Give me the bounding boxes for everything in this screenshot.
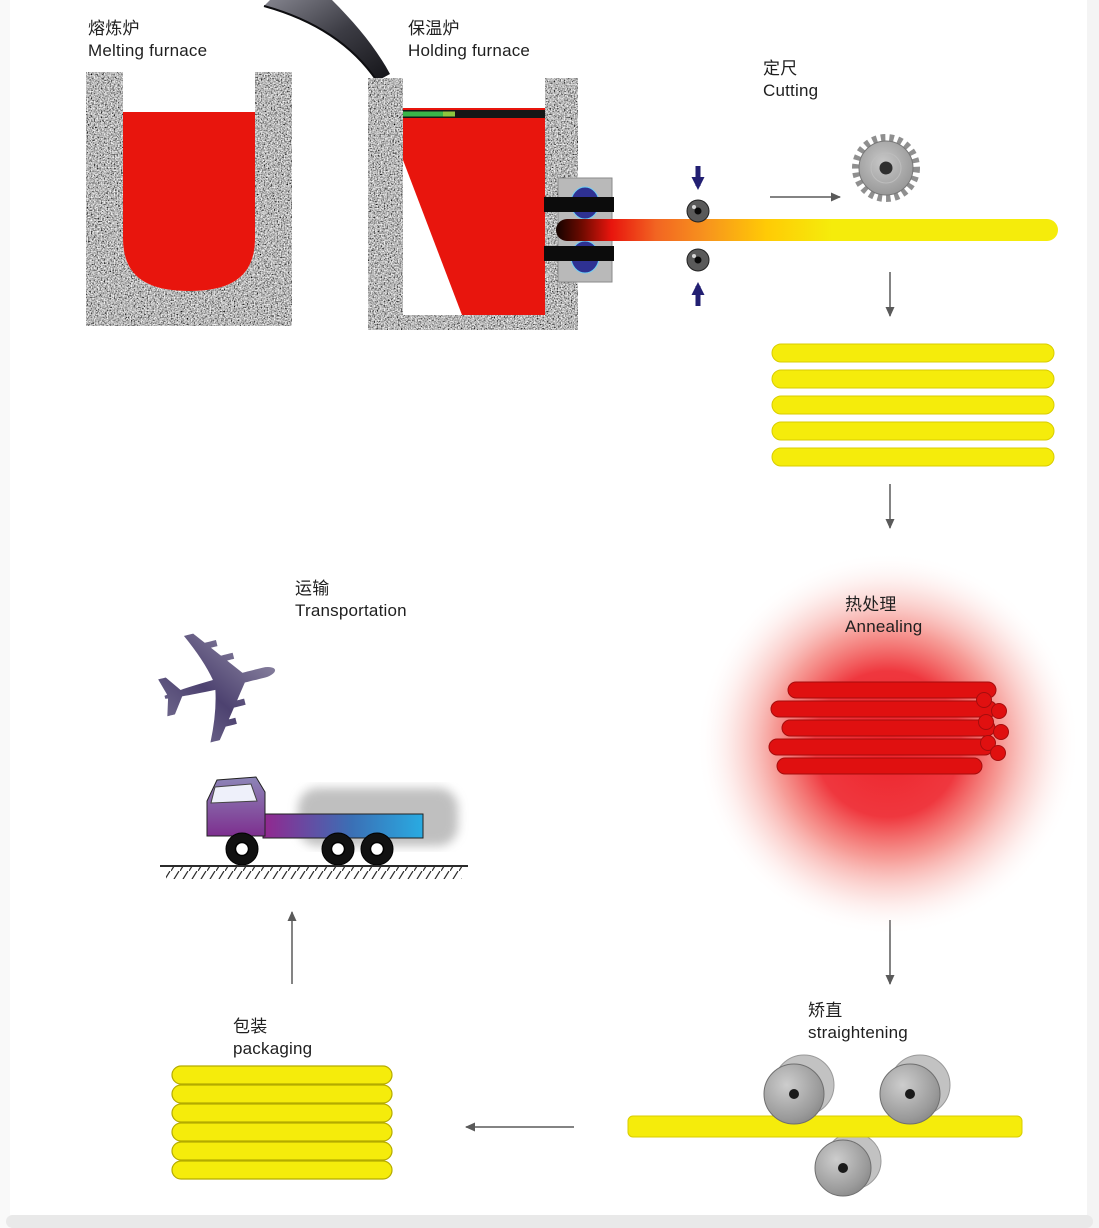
truck-wheel-hub — [369, 841, 385, 857]
holding-furnace — [368, 78, 578, 330]
pinch-roller-bottom-highlight — [692, 254, 696, 258]
label-melting-furnace: 熔炼炉 Melting furnace — [88, 18, 207, 63]
saw-teeth — [852, 134, 920, 202]
hot-rod — [770, 700, 998, 718]
cut-rod — [771, 343, 1055, 363]
saw-ring — [870, 152, 902, 184]
packaged-rod — [171, 1065, 393, 1085]
die-bar-bottom — [544, 246, 614, 261]
label-transportation-zh: 运输 — [295, 579, 330, 598]
hot-rod — [768, 738, 994, 756]
packaged-rod — [171, 1084, 393, 1104]
pinch-rollers — [686, 166, 710, 306]
top-roller-right-axle — [905, 1089, 915, 1099]
hot-rod-end — [991, 703, 1007, 719]
label-annealing-zh: 热处理 — [845, 595, 897, 614]
truck-wheel-hub — [234, 841, 250, 857]
label-transportation: 运输 Transportation — [295, 578, 407, 623]
truck-wheel-hub — [330, 841, 346, 857]
slag-layer-green-light — [443, 111, 455, 117]
die-bar-top — [544, 197, 614, 212]
bottom-roller-axle — [838, 1163, 848, 1173]
label-straightening-zh: 矫直 — [808, 1001, 843, 1020]
packaged-rods-stack — [171, 1065, 393, 1180]
truck-icon — [160, 776, 468, 879]
label-melting-furnace-en: Melting furnace — [88, 41, 208, 61]
slag-layer — [403, 110, 545, 118]
pouring-chute-icon — [263, 0, 390, 82]
pinch-roller-top-highlight — [692, 205, 696, 209]
straightened-rod — [627, 1115, 1023, 1138]
melting-furnace-wall — [86, 72, 292, 326]
top-roller-left-axle — [789, 1089, 799, 1099]
hot-rod — [776, 757, 983, 775]
cut-rod — [771, 395, 1055, 415]
saw-hub — [879, 161, 893, 175]
label-cutting-en: Cutting — [763, 81, 819, 101]
label-holding-furnace-en: Holding furnace — [408, 41, 531, 61]
label-packaging-en: packaging — [233, 1039, 313, 1059]
straightening-station — [627, 1054, 1023, 1197]
holding-furnace-wall — [368, 78, 578, 330]
hot-rod — [781, 719, 996, 737]
label-packaging: 包装 packaging — [233, 1016, 312, 1061]
cut-rods-stack — [771, 343, 1055, 467]
label-straightening-en: straightening — [808, 1023, 908, 1043]
slag-layer-green — [403, 111, 443, 117]
label-cutting-zh: 定尺 — [763, 59, 798, 78]
page-edge-right — [1087, 0, 1099, 1228]
packaged-rod — [171, 1122, 393, 1142]
label-cutting: 定尺 Cutting — [763, 58, 818, 103]
label-annealing-en: Annealing — [845, 617, 923, 637]
melting-furnace-molten-metal — [123, 112, 255, 291]
cut-rod — [771, 447, 1055, 467]
hot-rod-end — [993, 724, 1009, 740]
truck-window — [210, 783, 258, 804]
label-packaging-zh: 包装 — [233, 1017, 268, 1036]
ground-hatching — [166, 866, 462, 879]
holding-furnace-molten-metal — [403, 108, 545, 315]
extruded-rod — [556, 219, 1058, 241]
cut-rod — [771, 421, 1055, 441]
annealing-station — [696, 552, 1080, 936]
pouring-chute-edge — [263, 5, 378, 82]
label-holding-furnace-zh: 保温炉 — [408, 19, 460, 38]
hot-rod — [787, 681, 997, 699]
label-annealing: 热处理 Annealing — [845, 594, 922, 639]
label-melting-furnace-zh: 熔炼炉 — [88, 19, 140, 38]
hot-rod-end — [978, 714, 994, 730]
page-edge-bottom — [6, 1215, 1093, 1228]
hot-rod-end — [976, 692, 992, 708]
packaged-rod — [171, 1141, 393, 1161]
melting-furnace — [86, 72, 292, 326]
cut-rod — [771, 369, 1055, 389]
label-holding-furnace: 保温炉 Holding furnace — [408, 18, 530, 63]
pouring-chute-body — [264, 0, 390, 81]
page-edge-left — [0, 0, 10, 1228]
saw-blade-icon — [852, 134, 920, 202]
pinch-roller-top-axle — [694, 207, 702, 215]
hot-rod-end — [990, 745, 1006, 761]
label-straightening: 矫直 straightening — [808, 1000, 908, 1045]
annealing-rods — [768, 681, 1009, 775]
packaged-rod — [171, 1160, 393, 1180]
label-transportation-en: Transportation — [295, 601, 407, 621]
pinch-roller-bottom-axle — [694, 256, 702, 264]
hot-rod-end — [980, 735, 996, 751]
airplane-icon: ✈ — [132, 580, 307, 794]
packaged-rod — [171, 1103, 393, 1123]
